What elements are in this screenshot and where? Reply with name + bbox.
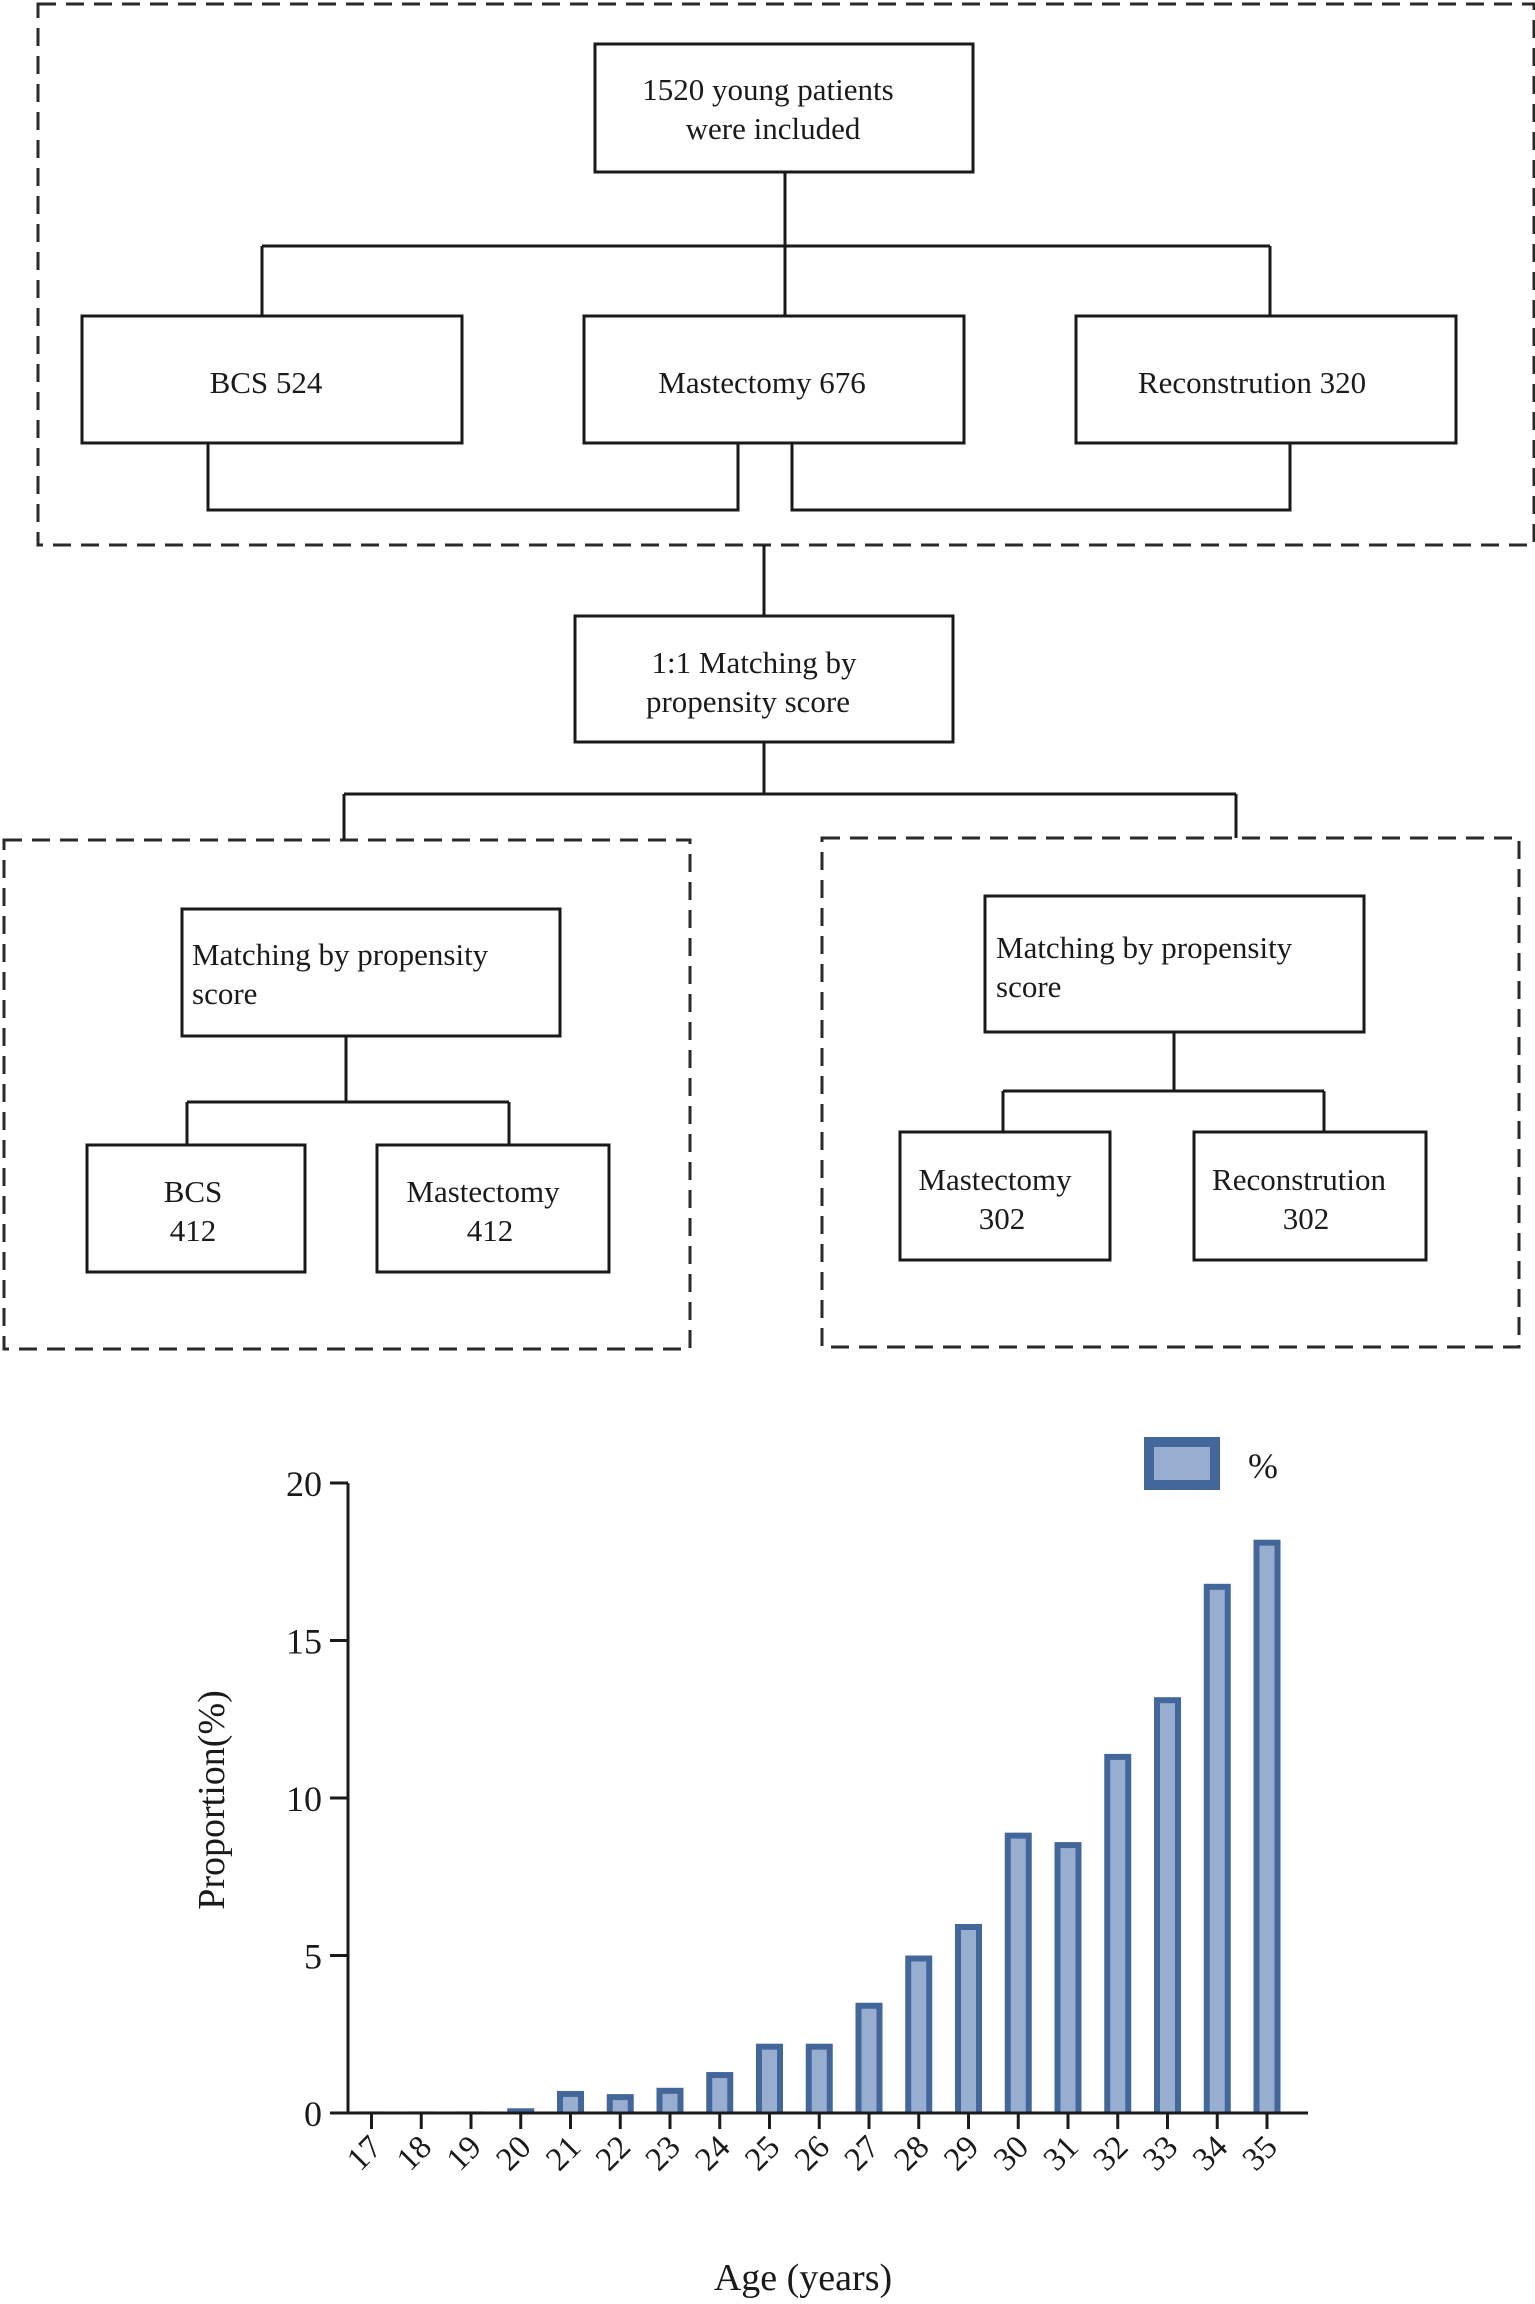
- top-dashed-panel: [36, 2, 1535, 547]
- connector-lines: [185, 172, 1326, 1145]
- bar-inner: [612, 2100, 628, 2113]
- x-tick-label: 33: [1136, 2129, 1185, 2178]
- right-box-b-line1: Reconstrution: [1212, 1162, 1386, 1197]
- x-tick-label: 23: [639, 2129, 688, 2178]
- bar-21: [557, 2090, 584, 2113]
- bar-26: [805, 2043, 833, 2113]
- bcs-group-label: BCS 524: [210, 365, 323, 400]
- x-tick-label: 17: [340, 2129, 389, 2178]
- left-header-line1: Matching by propensity: [192, 937, 489, 972]
- right-matching-header-box: [983, 894, 1366, 1034]
- bar-inner: [662, 2093, 678, 2113]
- bar-31: [1054, 1842, 1082, 2113]
- total-patients-line2: were included: [686, 111, 861, 146]
- x-tick-label: 27: [838, 2129, 887, 2178]
- total-patients-line1: 1520 young patients: [642, 72, 893, 107]
- bar-inner: [811, 2049, 827, 2113]
- bar-inner: [1160, 1703, 1175, 2113]
- x-tick-label: 25: [738, 2129, 787, 2178]
- bar-inner: [911, 1961, 927, 2113]
- bar-28: [905, 1955, 933, 2113]
- left-header-line2: score: [192, 976, 257, 1011]
- left-box-b-line1: Mastectomy: [406, 1174, 560, 1209]
- matching-box: [573, 614, 955, 744]
- x-tick-label: 29: [937, 2129, 986, 2178]
- x-tick-label: 22: [589, 2129, 638, 2178]
- bar-inner: [961, 1930, 976, 2113]
- bar-20: [507, 2108, 535, 2113]
- x-tick-label: 31: [1037, 2129, 1086, 2178]
- right-reconstruction-matched-box: [1192, 1130, 1428, 1262]
- matching-line1: 1:1 Matching by: [652, 645, 857, 680]
- y-tick-label: 0: [304, 2094, 322, 2134]
- bar-inner: [762, 2049, 777, 2113]
- y-tick-label: 20: [286, 1464, 322, 1504]
- total-patients-box: [593, 42, 975, 174]
- x-tick-label: 18: [390, 2129, 439, 2178]
- x-tick-label: 21: [539, 2129, 588, 2178]
- y-tick-label: 10: [286, 1779, 322, 1819]
- bar-30: [1004, 1832, 1032, 2113]
- y-axis-title: Proportion(%): [191, 1690, 233, 1910]
- left-box-a-line2: 412: [170, 1213, 217, 1248]
- left-matching-header-box: [180, 907, 562, 1038]
- bar-inner: [1060, 1848, 1076, 2113]
- bar-inner: [1110, 1759, 1126, 2113]
- right-mastectomy-matched-box: [898, 1130, 1112, 1262]
- bar-22: [606, 2094, 634, 2113]
- right-dashed-panel: [820, 836, 1521, 1349]
- x-tick-label: 26: [788, 2129, 837, 2178]
- bar-23: [656, 2087, 684, 2113]
- left-mastectomy-matched-box: [375, 1143, 611, 1274]
- y-tick-label: 15: [286, 1622, 322, 1662]
- right-box-b-line2: 302: [1283, 1201, 1330, 1236]
- left-bcs-matched-box: [85, 1143, 307, 1274]
- left-dashed-panel: [2, 838, 692, 1351]
- right-box-a-line2: 302: [979, 1201, 1026, 1236]
- legend: %: [1144, 1437, 1278, 1490]
- x-tick-label: 32: [1087, 2129, 1136, 2178]
- bar-29: [955, 1924, 982, 2113]
- bar-32: [1104, 1753, 1132, 2113]
- bar-35: [1253, 1539, 1281, 2113]
- x-tick-label: 20: [490, 2129, 539, 2178]
- mastectomy-group-label: Mastectomy 676: [658, 365, 866, 400]
- bar-33: [1154, 1697, 1181, 2113]
- x-tick-label: 34: [1186, 2129, 1235, 2178]
- bar-inner: [1259, 1545, 1275, 2113]
- right-box-a-line1: Mastectomy: [918, 1162, 1072, 1197]
- legend-label: %: [1248, 1446, 1278, 1486]
- x-tick-label: 35: [1236, 2129, 1285, 2178]
- bar-outer: [507, 2108, 535, 2113]
- x-tick-label: 24: [689, 2129, 738, 2178]
- bar-27: [855, 2002, 883, 2113]
- legend-swatch: [1144, 1437, 1220, 1490]
- bar-inner: [563, 2096, 578, 2113]
- bar-24: [706, 2072, 734, 2113]
- right-header-line1: Matching by propensity: [996, 930, 1293, 965]
- bcs-group-box: [80, 314, 464, 445]
- x-axis-title: Age (years): [714, 2257, 892, 2299]
- reconstruction-group-box: [1074, 314, 1458, 445]
- left-box-b-line2: 412: [467, 1213, 514, 1248]
- right-header-line2: score: [996, 969, 1061, 1004]
- matching-line2: propensity score: [646, 684, 850, 719]
- bar-inner: [861, 2008, 877, 2113]
- bar-inner: [1209, 1589, 1225, 2113]
- bar-34: [1203, 1583, 1231, 2113]
- x-tick-label: 28: [888, 2129, 937, 2178]
- x-tick-label: 19: [440, 2129, 489, 2178]
- x-tick-label: 30: [987, 2129, 1036, 2178]
- bar-inner: [712, 2078, 728, 2113]
- y-tick-label: 5: [304, 1937, 322, 1977]
- left-box-a-line1: BCS: [164, 1174, 223, 1209]
- bar-25: [756, 2043, 783, 2113]
- mastectomy-group-box: [582, 314, 966, 445]
- bar-inner: [1010, 1838, 1026, 2113]
- reconstruction-group-label: Reconstrution 320: [1138, 365, 1366, 400]
